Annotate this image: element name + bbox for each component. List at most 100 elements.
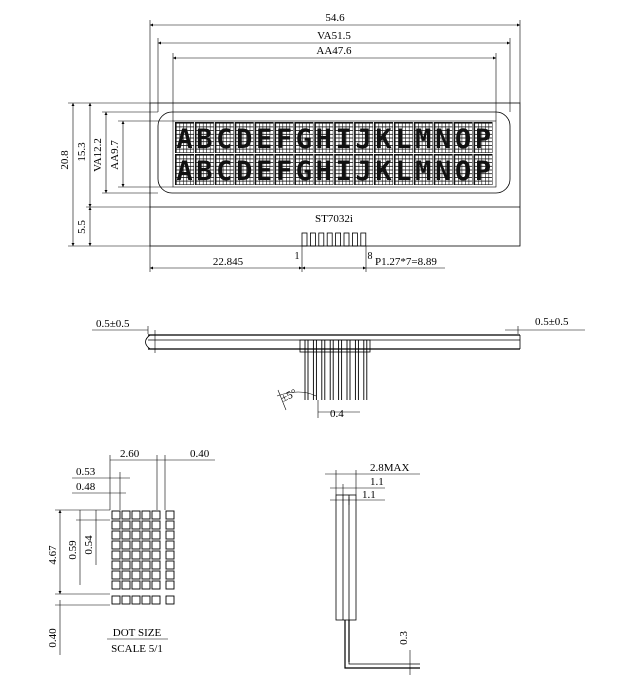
- lcd-character-glyph: E: [256, 124, 272, 155]
- dot-cell: [111, 550, 121, 560]
- cursor-dot-cell: [121, 595, 131, 605]
- dot-cell: [141, 570, 151, 580]
- front-view: 0.5±0.5 0.5±0.5 ±5° 0.4: [92, 316, 585, 420]
- lcd-character-glyph: N: [435, 156, 451, 187]
- lcd-character-cell: G: [294, 122, 314, 155]
- lcd-character-glyph: G: [296, 156, 312, 187]
- lcd-character-glyph: L: [395, 156, 411, 187]
- dot-cell: [121, 550, 131, 560]
- lcd-character-glyph: J: [355, 124, 371, 155]
- dim-aa-height: AA9.7: [109, 140, 121, 170]
- lcd-character-cell: J: [354, 154, 374, 187]
- lcd-character-cell: M: [413, 154, 433, 187]
- dot-cell: [151, 520, 161, 530]
- dot-cell: [141, 510, 151, 520]
- dot-cell: [151, 510, 161, 520]
- dim-dot-width: 0.48: [76, 481, 96, 493]
- lcd-character-cell: N: [433, 154, 453, 187]
- lcd-character-glyph: E: [256, 156, 272, 187]
- lcd-character-cell: L: [393, 154, 413, 187]
- lcd-character-glyph: L: [395, 124, 411, 155]
- controller-label: ST7032i: [315, 213, 353, 225]
- dot-cell: [121, 520, 131, 530]
- dim-mount-height: 15.3: [76, 142, 88, 162]
- lcd-character-glyph: H: [316, 156, 332, 187]
- lcd-character-glyph: B: [196, 124, 212, 155]
- dim-pin-angle: ±5°: [279, 387, 299, 405]
- dim-dot-pitch-y: 0.59: [67, 540, 79, 560]
- lcd-character-glyph: C: [216, 156, 232, 187]
- dot-cell: [151, 570, 161, 580]
- lcd-character-cell: I: [334, 122, 354, 155]
- lcd-character-cell: J: [354, 122, 374, 155]
- side-view: 2.8MAX 1.1 1.1 0.3: [325, 462, 420, 675]
- lcd-character-cell: H: [314, 122, 334, 155]
- dot-cell: [151, 530, 161, 540]
- dim-bottom-height: 5.5: [76, 220, 88, 234]
- dot-cell: [141, 580, 151, 590]
- lcd-character-cell: O: [453, 122, 473, 155]
- dim-left-tolerance: 0.5±0.5: [96, 318, 130, 330]
- lcd-character-cell: A: [175, 122, 194, 155]
- lcd-character-glyph: J: [355, 156, 371, 187]
- lcd-character-glyph: I: [336, 124, 352, 155]
- dot-cell: [131, 520, 141, 530]
- lcd-character-cell: C: [214, 154, 234, 187]
- dot-cell: [131, 580, 141, 590]
- dim-thickness: 2.8MAX: [370, 462, 409, 474]
- dim-side-b: 1.1: [362, 489, 376, 501]
- dot-cell: [151, 560, 161, 570]
- pin-top: [318, 232, 325, 247]
- lcd-character-glyph: F: [276, 124, 292, 155]
- dot-cell: [121, 560, 131, 570]
- cursor-dot-cell: [131, 595, 141, 605]
- dot-matrix-detail: [111, 510, 175, 605]
- dot-cell: [131, 560, 141, 570]
- dot-cell: [111, 580, 121, 590]
- dim-underline-height: 0.40: [47, 628, 59, 648]
- dim-va-height: VA12.2: [92, 138, 104, 172]
- pin-top: [351, 232, 358, 247]
- lcd-character-cell: E: [254, 122, 274, 155]
- dot-cell: [131, 510, 141, 520]
- dot-cell: [111, 520, 121, 530]
- lcd-character-glyph: P: [475, 124, 491, 155]
- lcd-character-cell: H: [314, 154, 334, 187]
- dot-cell: [141, 550, 151, 560]
- cursor-dot-cell: [111, 595, 121, 605]
- dim-pin-offset: 22.845: [213, 256, 244, 268]
- dot-cell-next: [165, 520, 175, 530]
- lcd-character-glyph: N: [435, 124, 451, 155]
- dot-scale-caption: SCALE 5/1: [111, 643, 163, 655]
- pin-top: [343, 232, 350, 247]
- dot-cell: [121, 540, 131, 550]
- dot-cell: [141, 530, 151, 540]
- dot-cell-next: [165, 540, 175, 550]
- lcd-character-glyph: D: [236, 124, 252, 155]
- dot-cell: [111, 560, 121, 570]
- pin-header-front: [299, 339, 371, 400]
- active-area-outline: [172, 120, 497, 188]
- pin-top: [335, 232, 342, 247]
- viewing-area-outline: [157, 111, 511, 194]
- dot-cell: [111, 570, 121, 580]
- lcd-character-cell: M: [413, 122, 433, 155]
- lcd-character-cell: N: [433, 122, 453, 155]
- lcd-character-cell: O: [453, 154, 473, 187]
- dot-cell: [111, 510, 121, 520]
- dot-cell: [111, 530, 121, 540]
- dot-cell: [141, 520, 151, 530]
- lcd-character-glyph: A: [176, 156, 192, 187]
- lcd-character-cell: L: [393, 122, 413, 155]
- dot-cell-next: [165, 560, 175, 570]
- dim-pin-width: 0.4: [330, 408, 344, 420]
- dot-cell: [131, 570, 141, 580]
- lcd-character-glyph: P: [475, 156, 491, 187]
- dot-cell: [121, 570, 131, 580]
- dot-cell-next: [165, 510, 175, 520]
- lcd-character-cell: F: [274, 122, 294, 155]
- dot-cell: [131, 530, 141, 540]
- lcd-character-glyph: A: [176, 124, 192, 155]
